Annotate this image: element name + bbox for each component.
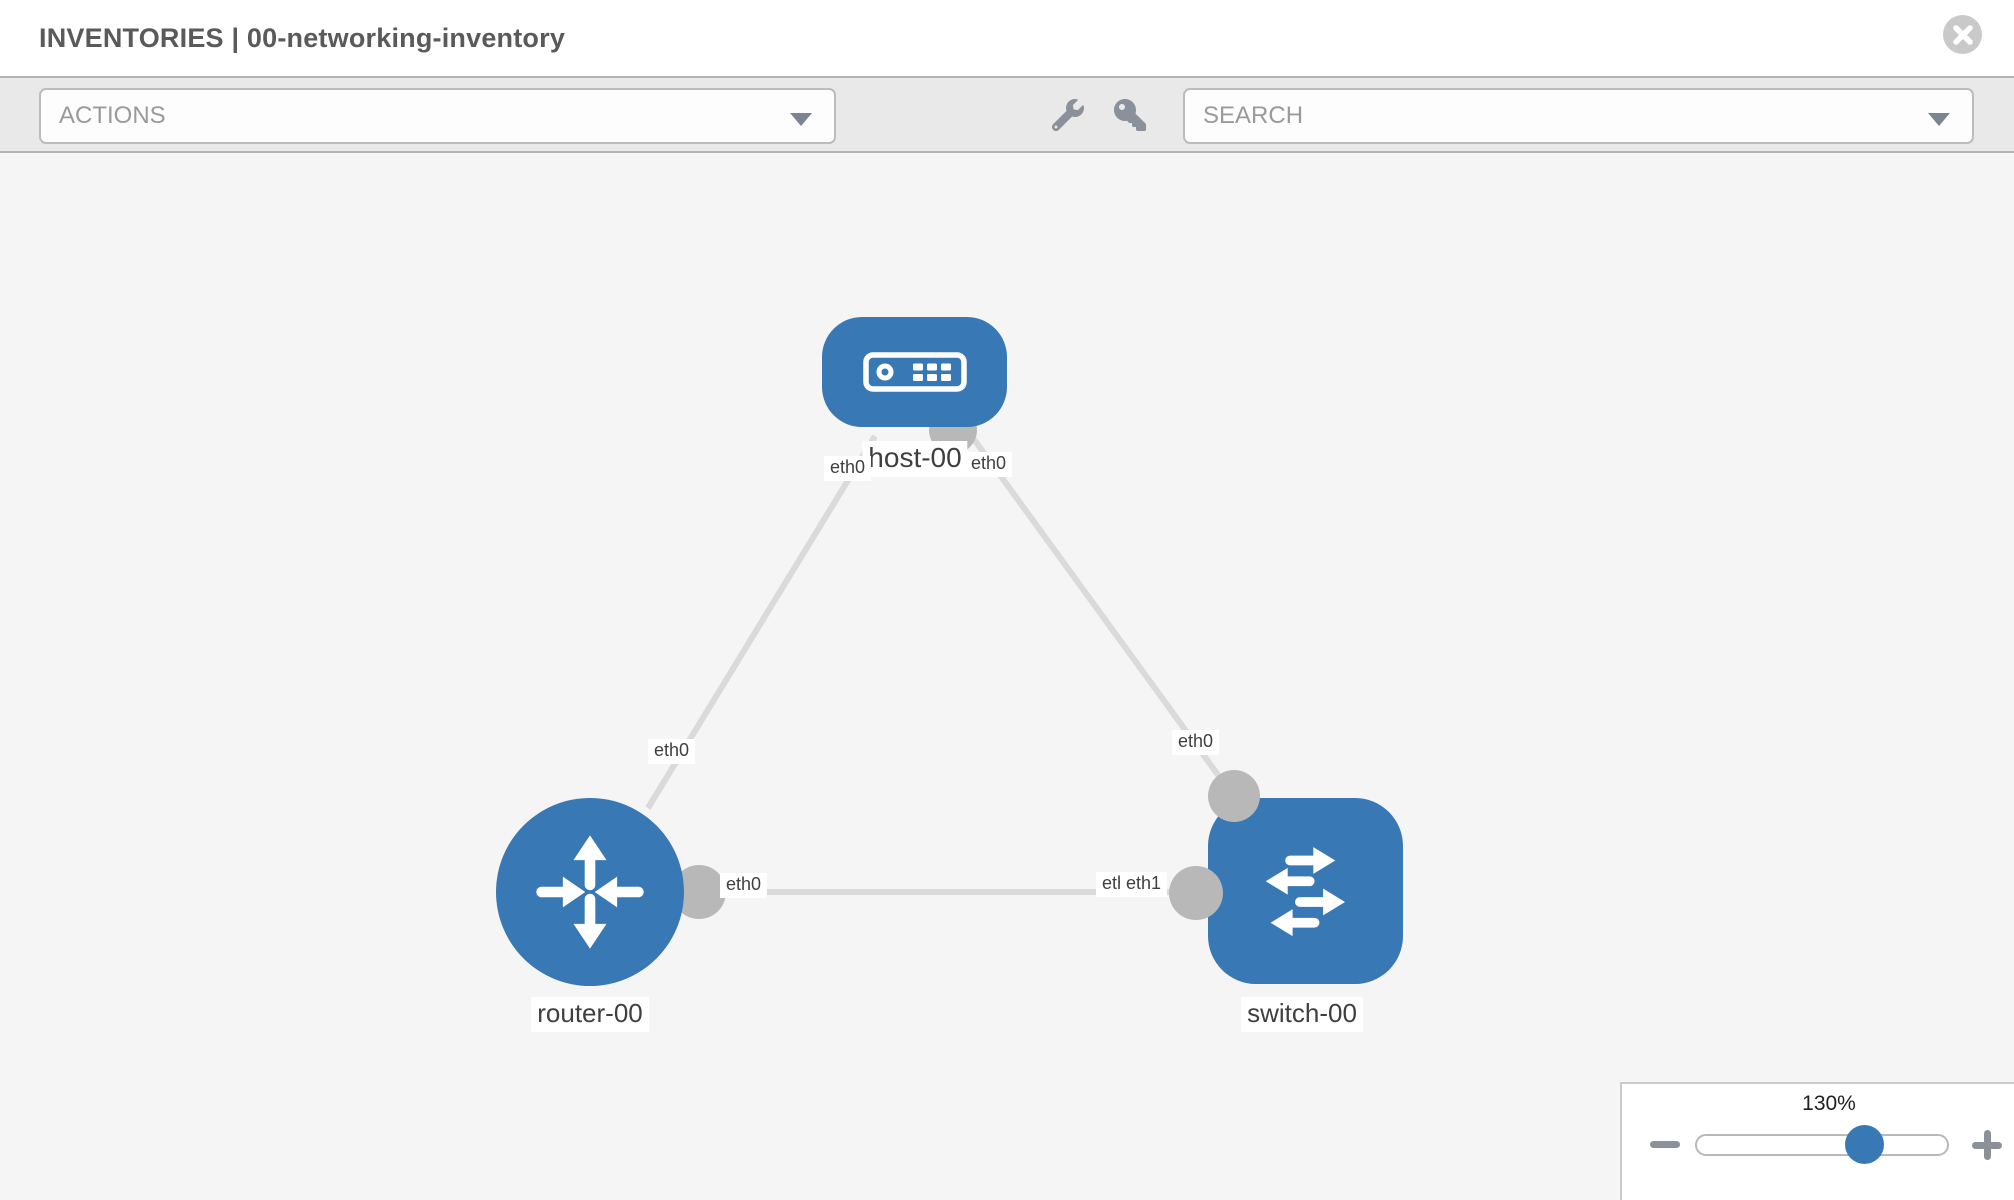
configure-tools-button[interactable] xyxy=(1051,99,1084,132)
zoom-slider-handle[interactable] xyxy=(1845,1125,1884,1164)
topology-edges xyxy=(645,406,1237,919)
router-icon xyxy=(536,835,644,949)
interface-dot-router-right[interactable] xyxy=(672,865,726,919)
node-label-switch: switch-00 xyxy=(1241,997,1363,1032)
close-button[interactable] xyxy=(1943,15,1982,54)
key-icon xyxy=(1114,99,1146,131)
interface-label-router-top: eth0 xyxy=(648,739,696,764)
zoom-level-value: 130% xyxy=(1802,1092,1856,1115)
search-dropdown-label: SEARCH xyxy=(1203,102,1304,129)
zoom-control-panel: 130% xyxy=(1620,1082,2014,1200)
page-title: INVENTORIES | 00-networking-inventory xyxy=(39,23,566,53)
interface-label-router-right: eth0 xyxy=(720,873,768,898)
node-label-host: host-00 xyxy=(862,441,968,477)
chevron-down-icon xyxy=(1928,113,1950,126)
host-icon xyxy=(862,352,967,392)
close-icon xyxy=(1952,24,1973,45)
interface-label-switch-top: eth0 xyxy=(1172,730,1220,755)
node-router-00[interactable] xyxy=(496,798,684,986)
chevron-down-icon xyxy=(790,113,812,126)
header: INVENTORIES | 00-networking-inventory xyxy=(0,0,2014,76)
toolbar: ACTIONS SEARCH xyxy=(0,76,2014,153)
zoom-in-button[interactable] xyxy=(1972,1130,2002,1160)
credentials-button[interactable] xyxy=(1114,99,1146,131)
node-switch-00[interactable] xyxy=(1208,798,1403,984)
node-host-00[interactable] xyxy=(822,317,1007,427)
actions-dropdown-label: ACTIONS xyxy=(59,102,166,129)
actions-dropdown[interactable]: ACTIONS xyxy=(39,88,836,144)
interface-label-host-right: eth0 xyxy=(965,452,1013,477)
zoom-out-button[interactable] xyxy=(1650,1141,1680,1148)
topology-canvas[interactable]: host-00 router-00 switch-00 eth0 eth0 et… xyxy=(0,153,2014,1200)
node-label-router: router-00 xyxy=(531,997,649,1032)
search-dropdown[interactable]: SEARCH xyxy=(1183,88,1974,144)
switch-icon xyxy=(1265,847,1345,937)
wrench-icon xyxy=(1051,99,1084,132)
zoom-slider-track[interactable] xyxy=(1695,1134,1949,1156)
interface-label-host-left: eth0 xyxy=(824,456,872,481)
interface-label-switch-left-eth1: eth1 xyxy=(1120,872,1168,897)
